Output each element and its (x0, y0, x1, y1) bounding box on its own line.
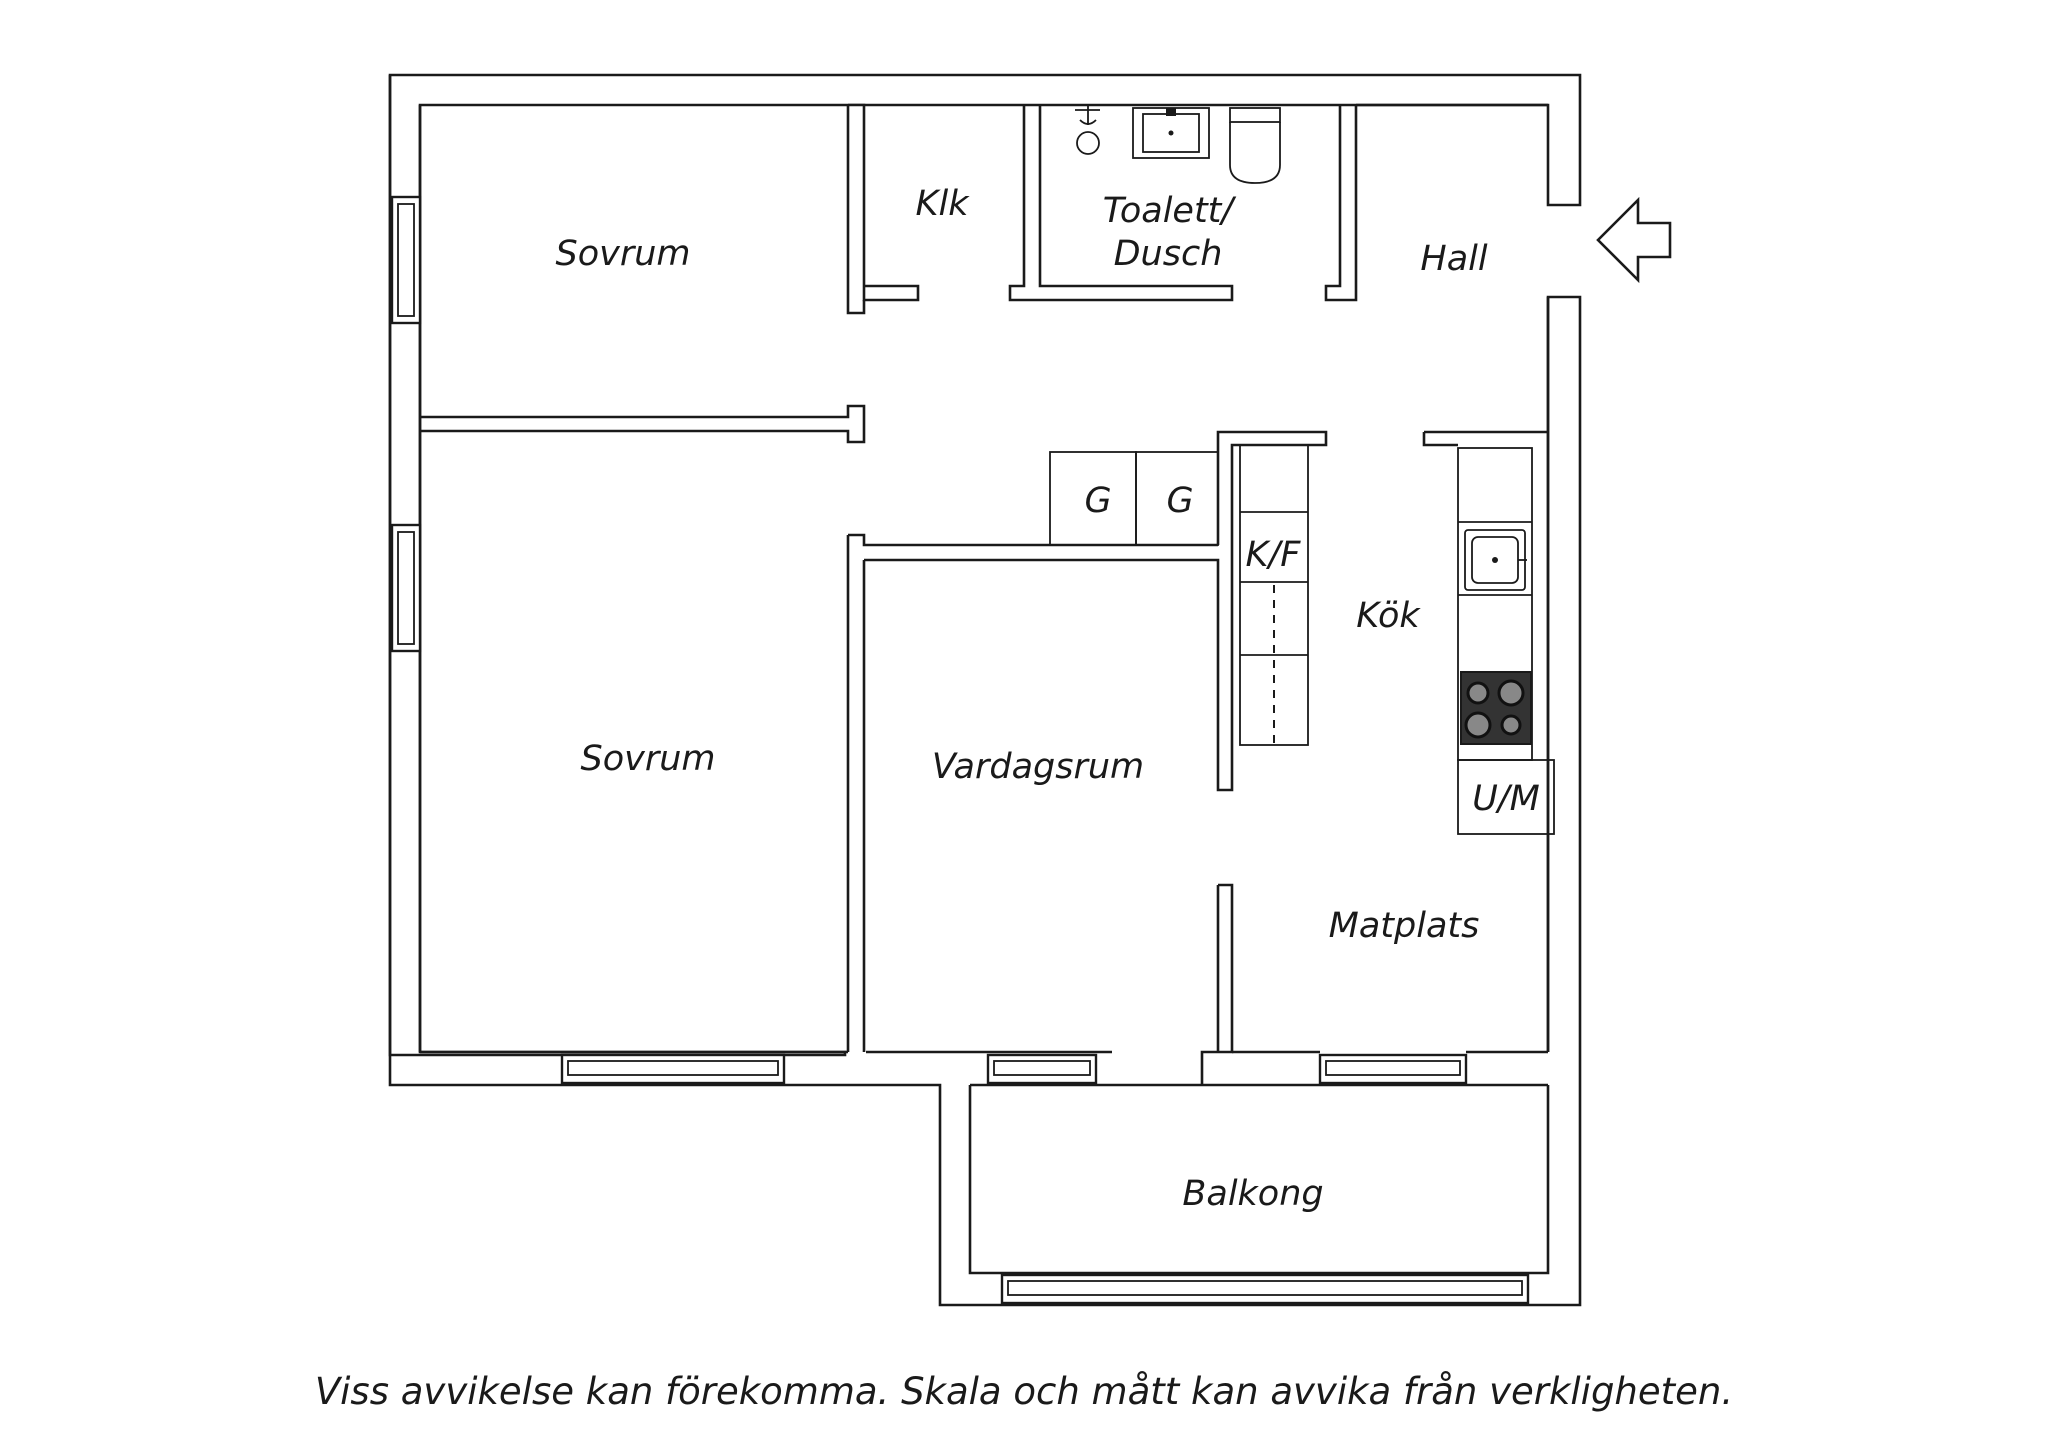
shower-icon (1075, 105, 1100, 155)
sink-icon (1132, 107, 1210, 159)
label-ugn-mikro: U/M (1472, 779, 1540, 819)
label-klk: Klk (916, 184, 971, 224)
label-dusch: Dusch (1114, 234, 1223, 274)
kitchen-sink-icon (1464, 529, 1527, 591)
label-kok: Kök (1356, 596, 1421, 636)
window-bedroom-1-left (390, 195, 422, 325)
window-dining-bottom (1318, 1053, 1468, 1085)
disclaimer-text: Viss avvikelse kan förekomma. Skala och … (314, 1370, 1734, 1413)
room-labels: Sovrum Klk Toalett/ Dusch Hall Sovrum Va… (555, 184, 1487, 1214)
window-bedroom-2-left (390, 523, 422, 653)
label-vardagsrum: Vardagsrum (932, 747, 1144, 787)
fixture-labels: G G K/F U/M (1084, 481, 1539, 819)
stove-icon (1460, 671, 1532, 745)
interior-walls (420, 103, 1548, 1085)
label-kyl-frys: K/F (1246, 535, 1302, 575)
wardrobes (1049, 451, 1219, 546)
kitchen-counter (1457, 447, 1555, 835)
label-garderob-1: G (1084, 481, 1111, 521)
windows (390, 195, 1530, 1305)
label-hall: Hall (1420, 239, 1487, 279)
entrance-arrow-icon (1596, 196, 1672, 284)
fridge-column (1239, 444, 1309, 746)
window-living-bottom (986, 1053, 1098, 1085)
label-matplats: Matplats (1329, 906, 1480, 946)
window-balcony-bottom (1000, 1273, 1530, 1305)
toilet-icon (1229, 107, 1281, 184)
label-garderob-2: G (1166, 481, 1193, 521)
label-sovrum-2: Sovrum (580, 739, 715, 779)
label-sovrum-1: Sovrum (555, 234, 690, 274)
window-bedroom-2-bottom (560, 1053, 786, 1085)
label-toalett: Toalett/ (1103, 191, 1237, 231)
label-balkong: Balkong (1182, 1174, 1323, 1214)
